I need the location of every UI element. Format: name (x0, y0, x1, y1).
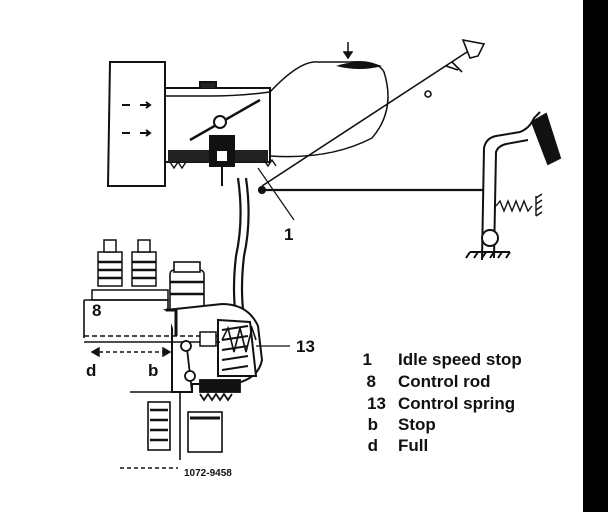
callout-d: d (86, 361, 96, 380)
legend-key-13: 13 (367, 394, 386, 413)
legend-key-d: d (368, 436, 378, 455)
airflow-arrow (342, 42, 354, 60)
callout-13: 13 (296, 337, 315, 356)
pull-rod (257, 185, 497, 195)
callout-1: 1 (284, 225, 293, 244)
callout-1-leader (257, 167, 295, 221)
legend-key-b: b (368, 415, 378, 434)
control-rod (84, 331, 220, 347)
pump-base (120, 391, 223, 469)
control-spring (221, 325, 257, 353)
figure-number: 1072-9458 (184, 468, 232, 479)
cable-grip (445, 38, 486, 73)
throttle-lever (209, 115, 235, 186)
legend: 1 Idle speed stop 8 Control rod 13 Contr… (363, 350, 522, 455)
legend-text-1: Idle speed stop (398, 350, 522, 369)
legend-text-13: Control spring (398, 394, 515, 413)
legend-text-d: Full (398, 436, 428, 455)
legend-text-8: Control rod (398, 372, 491, 391)
legend-key-8: 8 (367, 372, 376, 391)
stop-lever (180, 339, 241, 402)
page-border (583, 0, 608, 512)
housing-spring (169, 158, 277, 170)
intake-housing (106, 60, 389, 187)
accelerator-pedal (465, 111, 562, 261)
callout-b: b (148, 361, 158, 380)
sensor-plate (336, 62, 382, 69)
injector-lines (232, 177, 250, 319)
delivery-valves (91, 239, 169, 301)
callout-8: 8 (92, 301, 101, 320)
legend-key-1: 1 (363, 350, 372, 369)
pedal-spring (495, 193, 543, 217)
travel-arrows (90, 346, 172, 358)
legend-text-b: Stop (398, 415, 436, 434)
accelerator-cable (261, 49, 471, 187)
